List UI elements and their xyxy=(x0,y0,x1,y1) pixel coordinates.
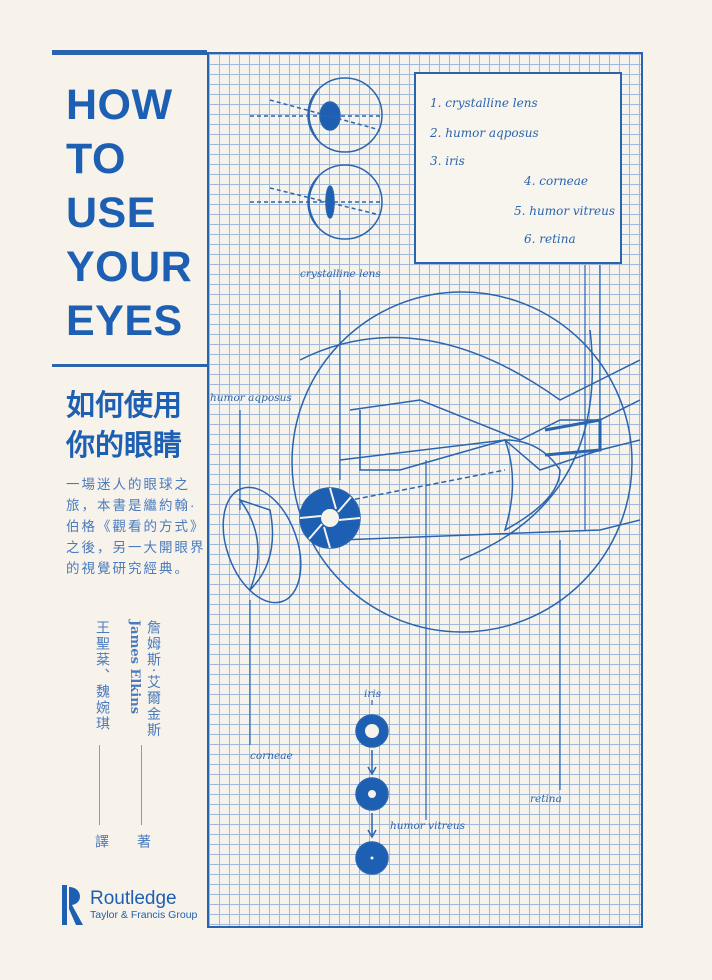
author-role: 著 xyxy=(135,834,151,848)
publisher-logo: Routledge Taylor & Francis Group xyxy=(62,883,197,927)
label-humor-aqueous: humor aqposus xyxy=(210,392,292,404)
legend-item: 2. humor aqposus xyxy=(430,126,539,140)
small-eye-bottom xyxy=(250,164,383,240)
blurb: 一場迷人的眼球之 旅，本書是繼約翰· 伯格《觀看的方式》 之後，另一大開眼界 的… xyxy=(66,474,216,579)
translator-names: 王聖棻、魏婉琪 xyxy=(94,620,110,732)
large-eye xyxy=(291,291,641,633)
label-crystalline-lens: crystalline lens xyxy=(300,268,381,280)
iris-aperture-large xyxy=(299,487,361,549)
blurb-line: 旅，本書是繼約翰· xyxy=(66,498,197,513)
label-retina: retina xyxy=(530,793,562,805)
top-rule xyxy=(52,50,207,55)
title-line: USE xyxy=(66,189,156,237)
iris-aperture-sequence xyxy=(355,714,389,875)
translator-rule xyxy=(99,745,100,825)
label-corneae: corneae xyxy=(250,750,293,762)
legend-item: 3. iris xyxy=(430,154,465,168)
blurb-line: 之後，另一大開眼界 xyxy=(66,540,206,555)
book-title: HOW TO USE YOUR EYES xyxy=(66,78,192,348)
cornea-lens xyxy=(222,486,302,604)
small-eye-top xyxy=(250,77,383,153)
blurb-line: 的視覺研究經典。 xyxy=(66,561,190,576)
chinese-title-line: 如何使用 xyxy=(66,388,183,422)
routledge-r-icon xyxy=(62,885,83,925)
translator-role: 譯 xyxy=(93,834,109,848)
chinese-title: 如何使用 你的眼睛 xyxy=(66,385,182,465)
title-rule xyxy=(52,364,207,367)
blurb-line: 一場迷人的眼球之 xyxy=(66,477,190,492)
legend-item: 1. crystalline lens xyxy=(430,96,538,110)
blurb-line: 伯格《觀看的方式》 xyxy=(66,519,206,534)
author-rule xyxy=(141,745,142,825)
legend-box: 1. crystalline lens 2. humor aqposus 3. … xyxy=(414,72,622,264)
label-iris: iris xyxy=(364,688,382,700)
legend-item: 4. corneae xyxy=(524,174,589,188)
title-line: EYES xyxy=(66,297,183,345)
title-line: HOW xyxy=(66,81,173,129)
legend-item: 5. humor vitreus xyxy=(514,204,616,218)
label-humor-vitreus: humor vitreus xyxy=(390,820,466,832)
publisher-group: Taylor & Francis Group xyxy=(90,909,198,921)
author-name-en: James Elkins xyxy=(127,620,142,715)
title-line: TO xyxy=(66,135,126,183)
author-name-cn: 詹姆斯·艾爾金斯 xyxy=(145,620,161,739)
title-line: YOUR xyxy=(66,243,193,291)
chinese-title-line: 你的眼睛 xyxy=(66,428,183,462)
legend-item: 6. retina xyxy=(524,232,576,246)
label-leaders xyxy=(239,265,601,820)
publisher-name: Routledge xyxy=(90,888,177,909)
